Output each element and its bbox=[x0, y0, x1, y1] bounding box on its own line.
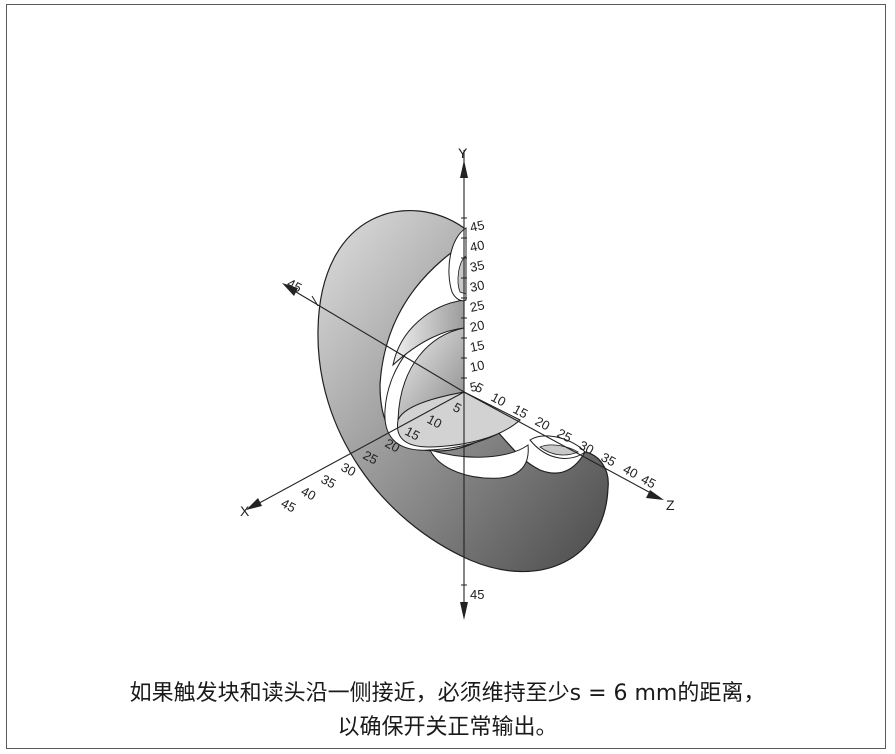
z-tick-label: 10 bbox=[489, 389, 509, 409]
y-tick-label: 10 bbox=[469, 357, 486, 375]
z-tick-label: 25 bbox=[555, 425, 575, 445]
x-tick-label: 30 bbox=[339, 459, 359, 479]
z-tick-label: 20 bbox=[533, 413, 553, 433]
y-axis-arrow-icon bbox=[460, 160, 468, 178]
x-tick-label: 20 bbox=[383, 435, 403, 455]
y-tick-label: 20 bbox=[469, 317, 486, 335]
lower-bowl-opening bbox=[429, 444, 529, 479]
y-tick-labels: 5 10 15 20 25 30 35 40 45 bbox=[469, 217, 486, 395]
figure-caption: 如果触发块和读头沿一侧接近，必须维持至少s = 6 mm的距离， 以确保开关正常… bbox=[40, 677, 855, 745]
x-tick-labels: 5 10 15 20 25 30 35 40 45 bbox=[279, 399, 464, 515]
neg-x-axis-label: 45 bbox=[285, 275, 305, 295]
z-tick-label: 30 bbox=[577, 437, 597, 457]
z-tick-label: 45 bbox=[639, 471, 659, 491]
x-tick-label: 25 bbox=[361, 447, 381, 467]
neg-y-axis-label: 45 bbox=[470, 587, 484, 602]
lower-notch-face bbox=[539, 444, 579, 456]
z-tick-label: 40 bbox=[621, 461, 641, 481]
y-tick-label: 30 bbox=[469, 277, 486, 295]
y-tick-label: 45 bbox=[469, 217, 486, 235]
z-axis-arrow-icon bbox=[646, 490, 664, 500]
caption-line-2: 以确保开关正常输出。 bbox=[337, 715, 558, 740]
x-axis-label: X bbox=[240, 503, 250, 519]
z-tick-label: 35 bbox=[599, 449, 619, 469]
z-axis-label: Z bbox=[666, 497, 675, 513]
y-tick-label: 15 bbox=[469, 337, 486, 355]
x-neg-axis-arrow-icon bbox=[282, 283, 298, 296]
y-tick-label: 40 bbox=[469, 237, 486, 255]
x-tick-label: 45 bbox=[279, 495, 299, 515]
y-axis-label: Y bbox=[458, 145, 468, 161]
x-tick-label: 35 bbox=[319, 471, 339, 491]
x-tick-label: 10 bbox=[425, 411, 445, 431]
z-tick-label: 15 bbox=[511, 401, 531, 421]
axes bbox=[249, 150, 661, 612]
switching-zone-outer-shell bbox=[317, 209, 609, 573]
y-tick-label: 25 bbox=[469, 297, 486, 315]
inner-wedge-upper bbox=[392, 299, 465, 367]
caption-line-1: 如果触发块和读头沿一侧接近，必须维持至少s = 6 mm的距离， bbox=[129, 681, 766, 706]
y-tick-label: 5 bbox=[469, 379, 479, 395]
x-tick-label: 15 bbox=[403, 423, 423, 443]
x-tick-label: 40 bbox=[299, 483, 319, 503]
y-tick-label: 35 bbox=[469, 257, 486, 275]
inner-wedge-left bbox=[397, 327, 465, 421]
y-neg-axis-arrow-icon bbox=[460, 602, 468, 620]
x-axis-arrow-icon bbox=[246, 498, 262, 510]
tick-marks bbox=[311, 217, 467, 586]
